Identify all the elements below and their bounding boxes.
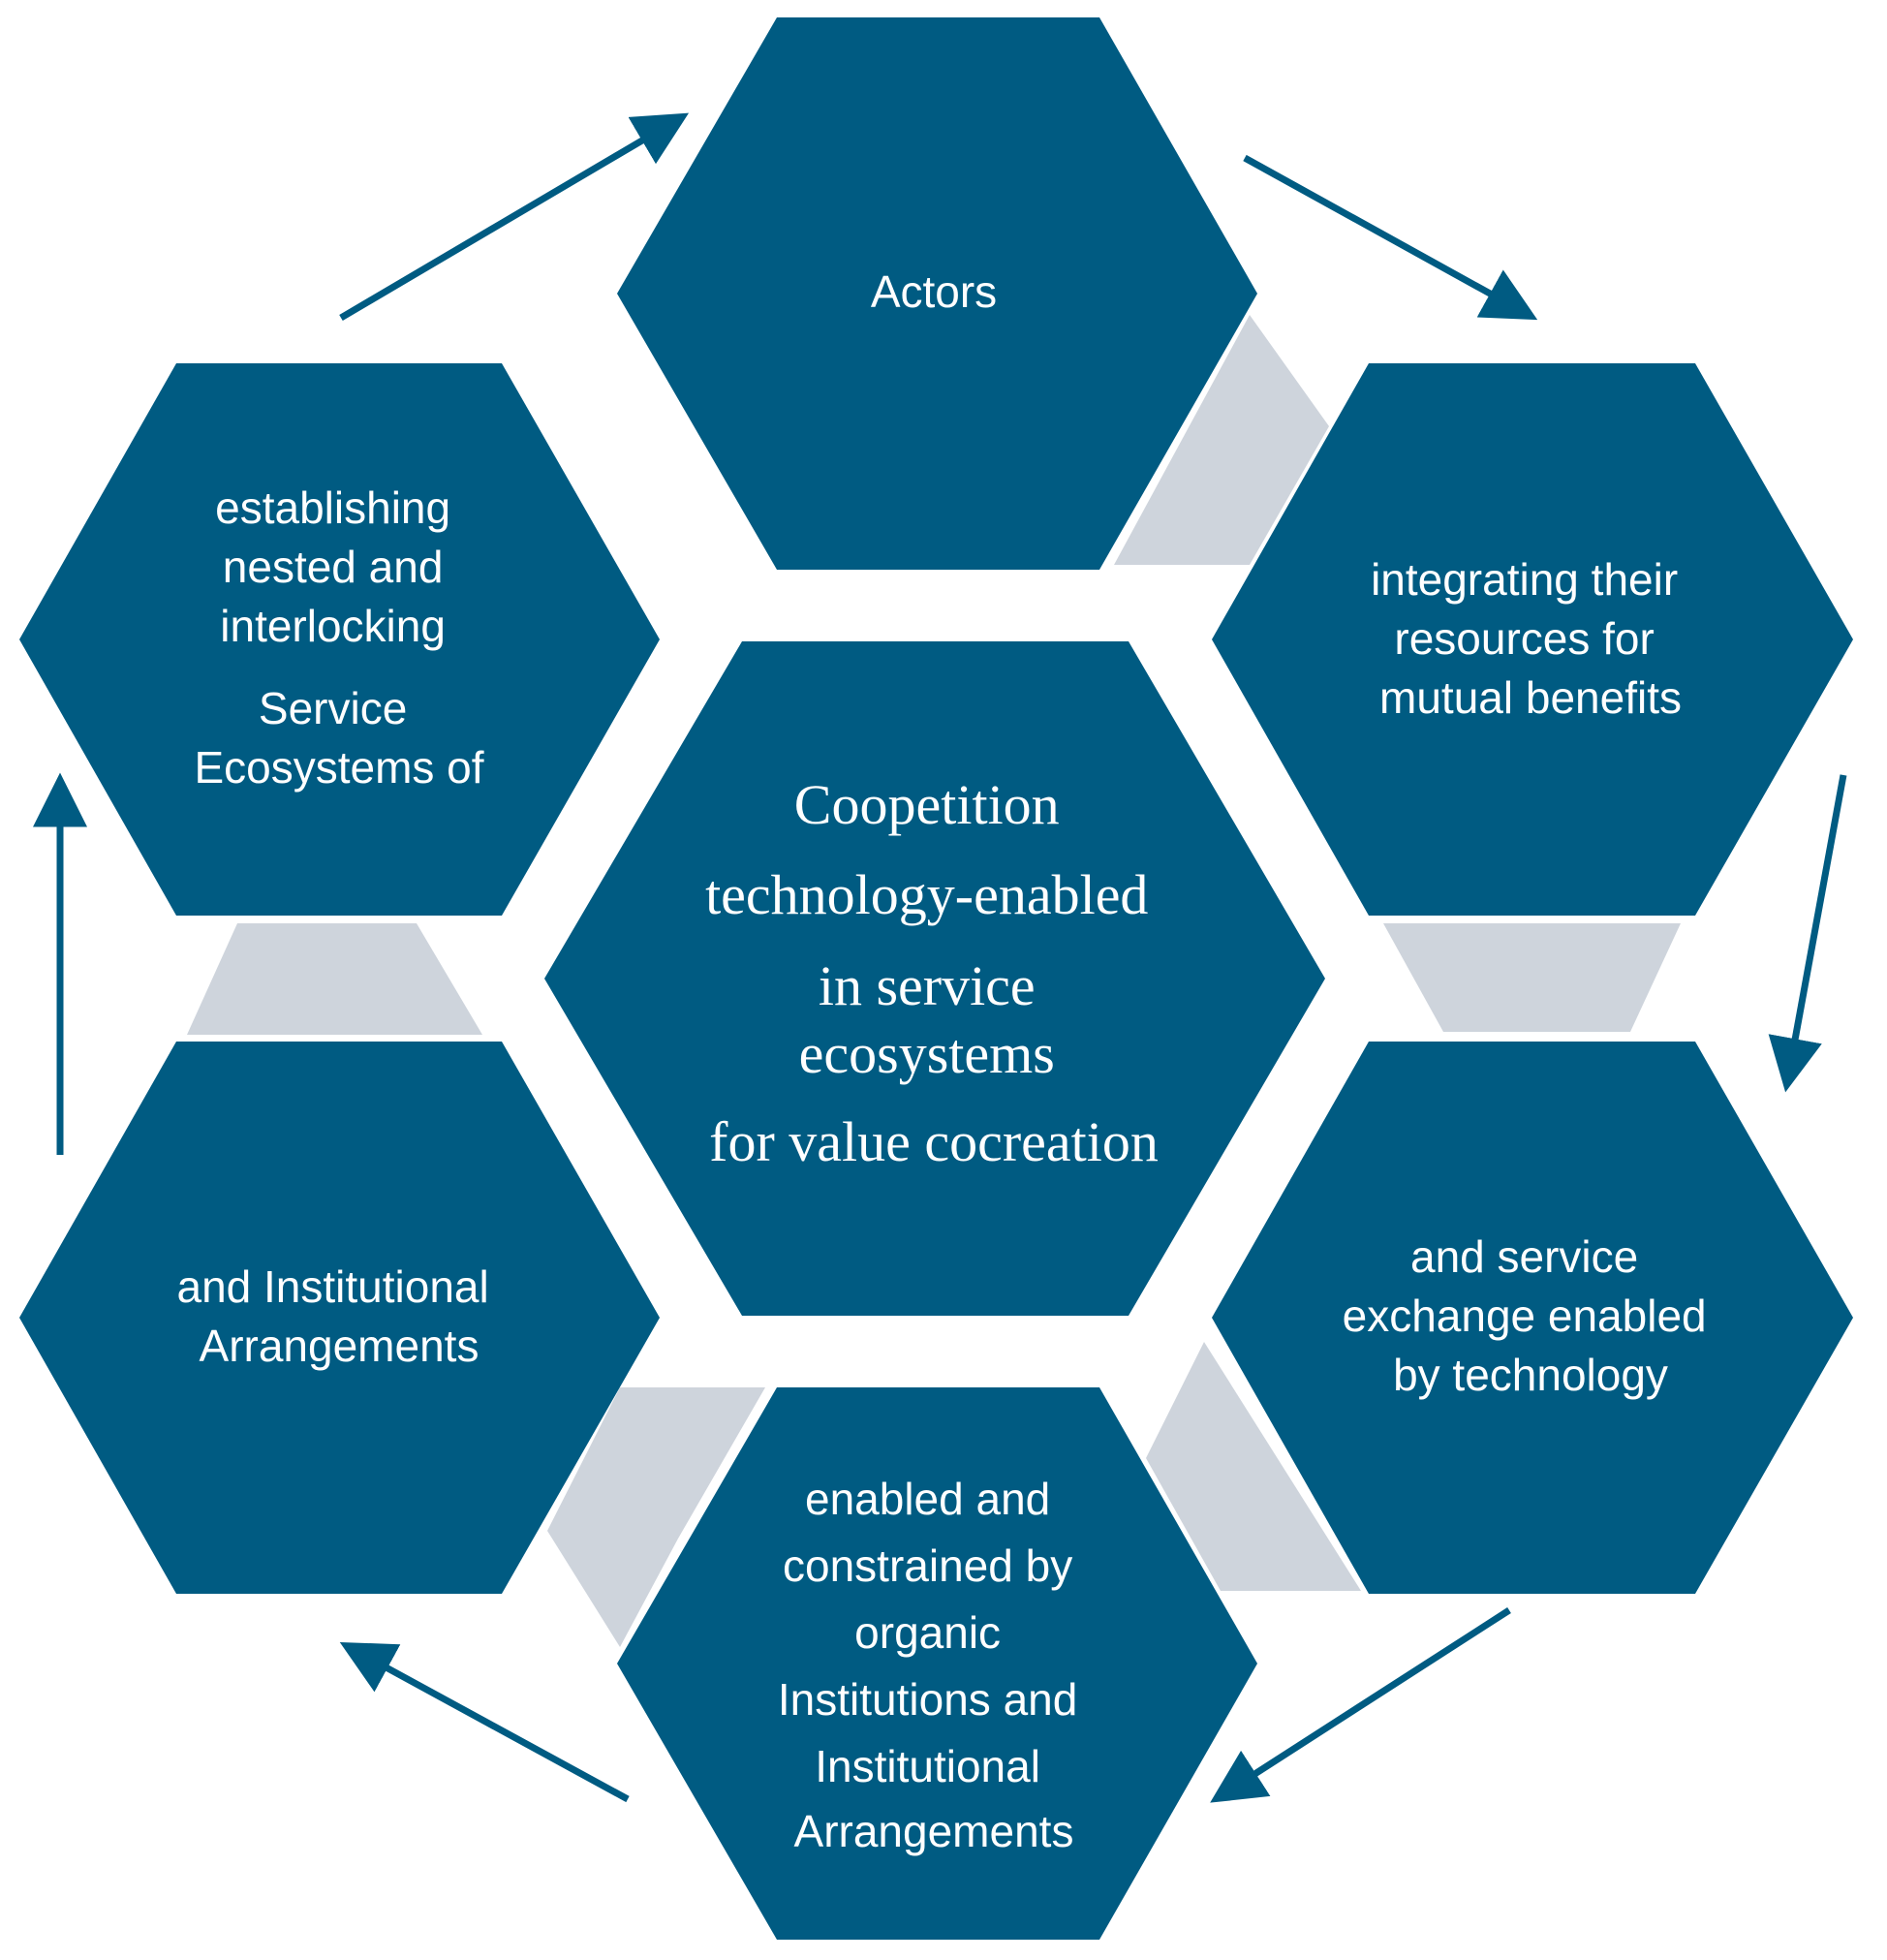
- lower-right-label: and service exchange enabled by technolo…: [1343, 1231, 1719, 1400]
- upper-left-label: establishing nested and interlocking Ser…: [194, 482, 483, 793]
- upper-right-label-line: mutual benefits: [1379, 672, 1682, 723]
- bottom-label-line: organic: [854, 1607, 1001, 1658]
- center-label-line: ecosystems: [799, 1022, 1055, 1085]
- center-label-line: for value cocreation: [709, 1110, 1159, 1173]
- lower-right-label-line: by technology: [1393, 1350, 1668, 1400]
- hexagon-upper-right: [1212, 363, 1853, 916]
- center-label: Coopetition technology-enabled in servic…: [705, 773, 1162, 1173]
- bottom-label-line: enabled and: [805, 1474, 1050, 1524]
- hexagon-lower-left: [19, 1042, 660, 1594]
- lower-left-label: and Institutional Arrangements: [176, 1261, 501, 1371]
- hexagon-bottom: [617, 1387, 1257, 1940]
- arrow-top-to-upper-right: [1243, 154, 1538, 321]
- lower-right-label-line: exchange enabled: [1343, 1291, 1707, 1341]
- connectors: [187, 315, 1681, 1647]
- upper-right-label-line: resources for: [1394, 613, 1654, 664]
- hexagon-center: [544, 641, 1325, 1316]
- arrow-lower-right-to-bottom: [1210, 1607, 1511, 1803]
- bottom-label-line: constrained by: [783, 1540, 1072, 1591]
- bottom-label-line: Arrangements: [794, 1806, 1074, 1856]
- upper-left-label-line: Service: [259, 683, 407, 733]
- lower-left-label-line: and Institutional: [176, 1261, 488, 1312]
- connector-lower-right-bottom: [1146, 1342, 1361, 1591]
- hexagon-top: [617, 17, 1257, 570]
- upper-right-label: integrating their resources for mutual b…: [1371, 554, 1690, 723]
- arrow-bottom-to-lower-left: [339, 1641, 630, 1803]
- hexagon-upper-left: [19, 363, 660, 916]
- center-label-line: Coopetition: [794, 773, 1060, 836]
- upper-left-label-line: establishing: [215, 482, 450, 533]
- bottom-label-line: Institutional: [815, 1741, 1040, 1791]
- hexagon-lower-right: [1212, 1042, 1853, 1594]
- bottom-label-line: Institutions and: [778, 1674, 1077, 1725]
- upper-right-label-line: integrating their: [1371, 554, 1678, 605]
- connector-upper-right-lower-right: [1383, 923, 1681, 1032]
- labels: Coopetition technology-enabled in servic…: [176, 266, 1719, 1856]
- upper-left-label-line: interlocking: [220, 601, 446, 651]
- connector-top-upper-right: [1114, 315, 1329, 565]
- bottom-label: enabled and constrained by organic Insti…: [778, 1474, 1090, 1856]
- upper-left-label-line: nested and: [223, 542, 444, 592]
- arrow-upper-right-to-lower-right: [1768, 774, 1847, 1093]
- connector-lower-left-upper-left: [187, 923, 482, 1035]
- top-label-line: Actors: [871, 266, 997, 317]
- hexagons: [19, 17, 1853, 1940]
- connector-bottom-lower-left: [547, 1387, 765, 1647]
- top-label: Actors: [871, 266, 997, 317]
- upper-left-label-line: Ecosystems of: [194, 742, 483, 793]
- center-label-line: technology-enabled: [705, 863, 1148, 926]
- lower-left-label-line: Arrangements: [200, 1321, 479, 1371]
- cycle-arrows: [33, 112, 1847, 1803]
- lower-right-label-line: and service: [1410, 1231, 1638, 1282]
- center-label-line: in service: [819, 954, 1036, 1017]
- arrow-upper-left-to-top: [339, 112, 690, 322]
